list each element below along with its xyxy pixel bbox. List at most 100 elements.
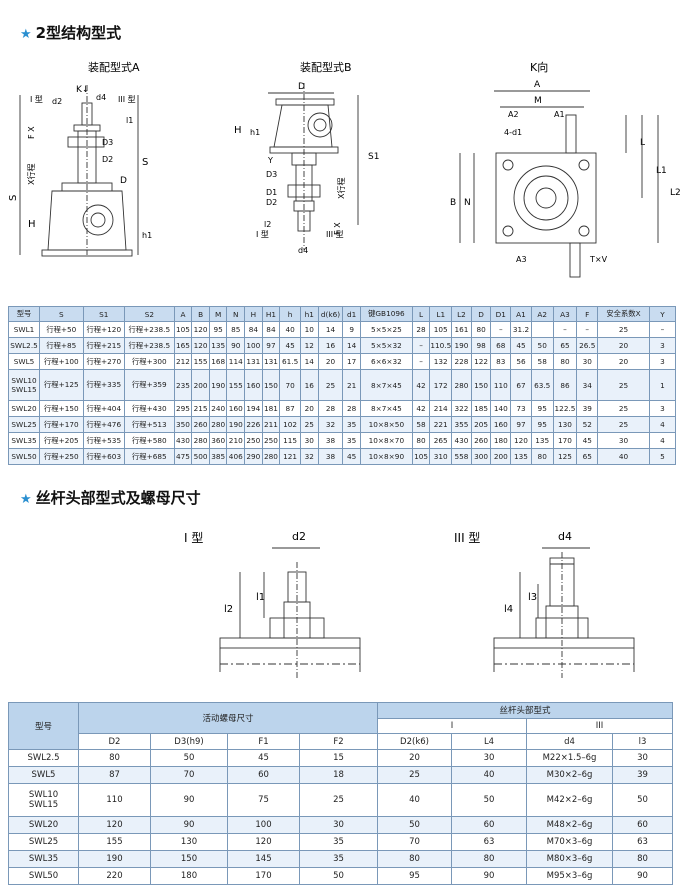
table1-cell: 160 xyxy=(490,416,512,433)
table1-header-cell: A3 xyxy=(552,306,578,322)
table1-cell: 190 xyxy=(451,337,472,354)
table2-cell: 90 xyxy=(150,783,228,817)
table1-cell: 295 xyxy=(173,400,193,417)
table2-cell: 70 xyxy=(150,766,228,784)
table1-cell: 10 xyxy=(299,321,319,338)
drawing-b-s1-label: S1 xyxy=(368,152,379,162)
table2-cell: 63 xyxy=(612,833,674,851)
table2-cell: 80 xyxy=(78,749,151,767)
table1-cell: 250 xyxy=(261,432,281,449)
table1-cell: 558 xyxy=(451,448,472,465)
table1-cell: 31.2 xyxy=(510,321,532,338)
table1-cell: 63.5 xyxy=(530,369,554,401)
drawing-k-a2-label: A2 xyxy=(508,110,519,119)
table1-cell: 150 xyxy=(470,369,492,401)
table1-cell: 16 xyxy=(317,337,344,354)
table1-cell xyxy=(530,321,554,338)
table2-cell: 120 xyxy=(78,816,151,834)
table1-cell: SWL5 xyxy=(7,353,41,370)
table1-cell: 14 xyxy=(342,337,361,354)
table1-cell: 350 xyxy=(173,416,193,433)
table1-header-cell: H1 xyxy=(261,306,281,322)
table1-cell: 80 xyxy=(411,432,431,449)
table1-cell: 110.5 xyxy=(429,337,453,354)
table2-cell: 120 xyxy=(227,833,300,851)
table2-cell: 75 xyxy=(227,783,300,817)
table1-cell: 260 xyxy=(470,432,492,449)
table1-cell: 20 xyxy=(299,400,319,417)
table2-cell: 35 xyxy=(298,833,379,851)
drawing-k-holes-label: 4-d1 xyxy=(504,128,522,137)
table1-cell: 17 xyxy=(342,353,361,370)
table1-cell: 5×5×32 xyxy=(359,337,413,354)
table1-cell: 87 xyxy=(279,400,301,417)
star-icon: ★ xyxy=(20,492,32,507)
table1-header-cell: D xyxy=(470,306,492,322)
table1-header-cell: L2 xyxy=(451,306,472,322)
drawing-a-fx-label: F X xyxy=(27,126,36,139)
table1-cell: 52 xyxy=(576,416,599,433)
drawing-a-k-label: K↓ xyxy=(76,85,89,95)
star-icon: ★ xyxy=(20,27,32,42)
table1-cell: 120 xyxy=(510,432,532,449)
table1-header-cell: S xyxy=(39,306,84,322)
table2-cell: SWL2.5 xyxy=(8,749,79,767)
table2-cell: 25 xyxy=(377,766,453,784)
table1-cell: – xyxy=(411,353,431,370)
table1-cell: 260 xyxy=(191,416,210,433)
table1-cell: 56 xyxy=(510,353,532,370)
table1-cell: 行程+125 xyxy=(39,369,84,401)
table1-cell: 行程+120 xyxy=(82,321,125,338)
table1-cell: 160 xyxy=(226,400,246,417)
table1-cell: 5 xyxy=(648,448,677,465)
table1-cell: 行程+238.5 xyxy=(123,321,175,338)
table1-cell: 21 xyxy=(342,369,361,401)
table1-cell: 行程+685 xyxy=(123,448,175,465)
table2-cell: 90 xyxy=(150,816,228,834)
table1-cell: 95 xyxy=(530,400,554,417)
table1-header-cell: S2 xyxy=(123,306,175,322)
table2-cell: SWL10 SWL15 xyxy=(8,783,79,817)
head-type1-d2-label: d2 xyxy=(292,530,306,543)
drawing-k-tv-label: T×V xyxy=(589,255,608,264)
table1-cell: 行程+476 xyxy=(82,416,125,433)
table1-cell: SWL10 SWL15 xyxy=(7,369,41,401)
table2-cell: 80 xyxy=(612,850,674,868)
table1-cell: 90 xyxy=(226,337,246,354)
table2-cell: M48×2–6g xyxy=(526,816,614,834)
table2-cell: 70 xyxy=(377,833,453,851)
table1-cell: 30 xyxy=(299,432,319,449)
table1-cell: 114 xyxy=(226,353,246,370)
table1-cell: 190 xyxy=(208,369,228,401)
drawing-b-l2-label: l2 xyxy=(264,220,271,229)
table2-subheader-cell: L4 xyxy=(451,733,528,750)
table1-cell: 行程+238.5 xyxy=(123,337,175,354)
drawing-a-h-label: H xyxy=(28,219,36,230)
drawing-k-a3-label: A3 xyxy=(516,255,527,264)
table1-header-cell: B xyxy=(191,306,210,322)
table1-cell: 170 xyxy=(552,432,578,449)
table2-cell: 150 xyxy=(150,850,228,868)
drawing-head-type3: III 型 d4 l3 l4 xyxy=(454,530,635,678)
table1-header-cell: F xyxy=(576,306,599,322)
table1-cell: 16 xyxy=(299,369,319,401)
table1-cell: 25 xyxy=(317,369,344,401)
table1-cell: 210 xyxy=(226,432,246,449)
table1-cell: 6×6×32 xyxy=(359,353,413,370)
drawing-k-l2-label: L2 xyxy=(670,188,680,198)
table1-cell: 85 xyxy=(226,321,246,338)
table1-cell: 221 xyxy=(429,416,453,433)
table1-cell: 58 xyxy=(530,353,554,370)
table1-cell: 45 xyxy=(510,337,532,354)
table1-cell: 155 xyxy=(191,353,210,370)
table2-cell: 63 xyxy=(451,833,528,851)
table1-cell: 4 xyxy=(648,416,677,433)
head-type3-l3-label: l3 xyxy=(528,592,537,603)
table2-subheader-cell: D2 xyxy=(78,733,151,750)
table1-cell: 211 xyxy=(261,416,281,433)
table1-cell: 185 xyxy=(470,400,492,417)
table1-cell: 181 xyxy=(261,400,281,417)
table1-cell: 120 xyxy=(191,321,210,338)
